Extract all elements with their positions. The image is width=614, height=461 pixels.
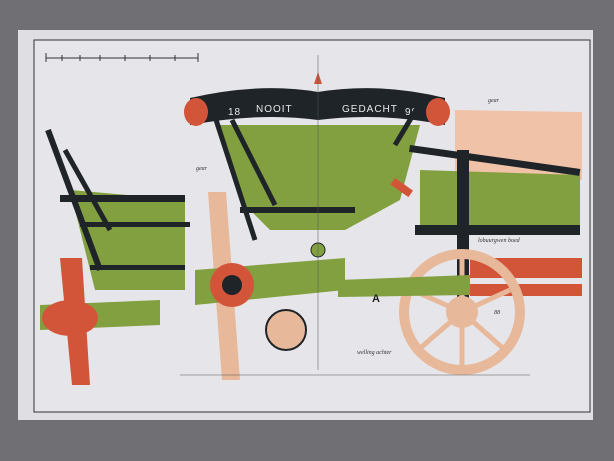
point-label-a: A (372, 293, 380, 305)
dimension-88: 88 (494, 310, 500, 316)
gear-label-right: gear (488, 98, 500, 104)
gear-label-left: gear (196, 166, 208, 172)
body-stanchions (205, 93, 428, 241)
plate-word-right: GEDACHT (342, 104, 398, 115)
wheel-note: welling achter (357, 350, 392, 356)
side-view-left (40, 128, 190, 385)
body-rail (240, 207, 355, 213)
axle-section (265, 309, 307, 351)
scale-bar (45, 53, 199, 62)
cart-body-front (215, 125, 420, 230)
plate-year-left: 18 (228, 107, 241, 118)
name-board: 18 NOOIT GEDACHT 99 (184, 72, 450, 126)
drawbar (338, 275, 470, 297)
plate-year-right: 99 (405, 107, 418, 118)
center-line (180, 55, 530, 376)
bolt-note: lobuurgwen boed (478, 238, 521, 244)
plate-word-left: NOOIT (256, 104, 293, 115)
